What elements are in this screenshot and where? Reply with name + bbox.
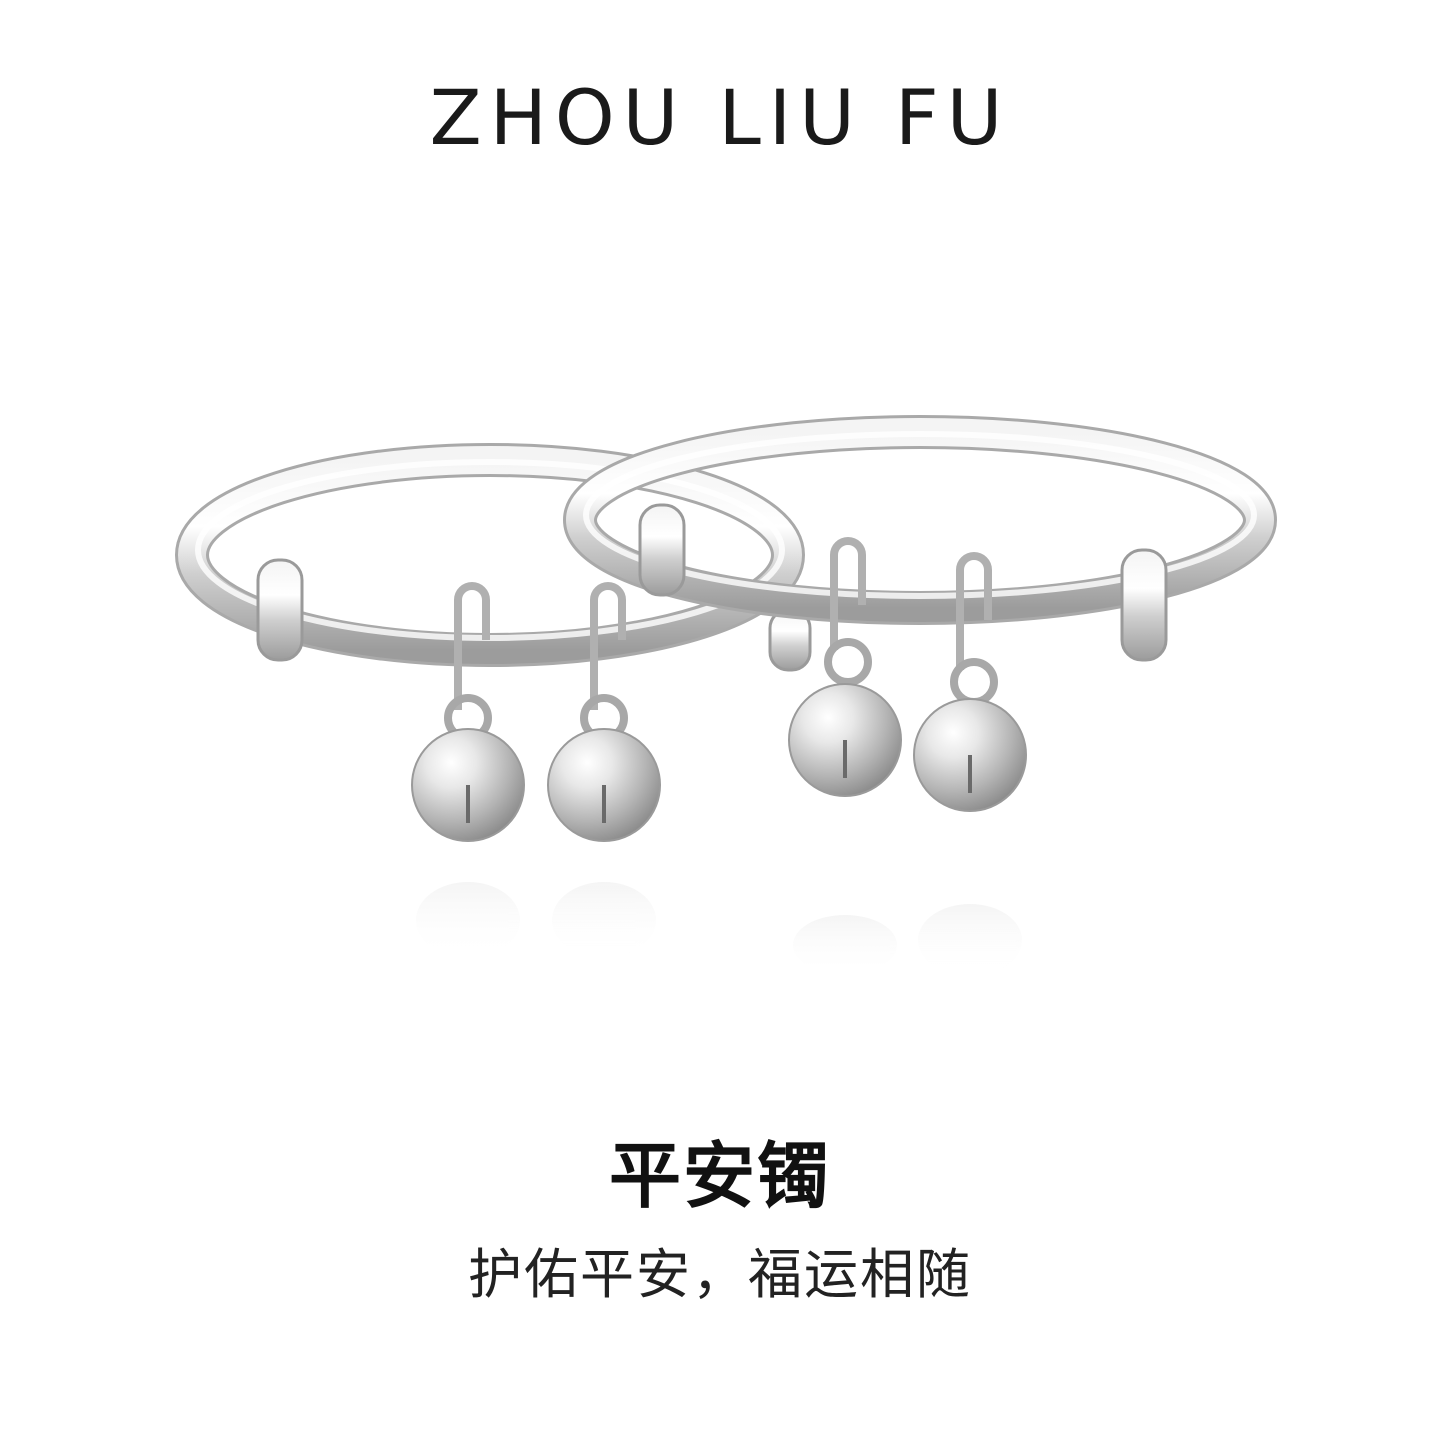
product-tagline: 护佑平安，福运相随 xyxy=(468,1243,972,1306)
bell-charms xyxy=(411,537,1027,842)
brand-logo: ZHOU LIU FU xyxy=(429,73,1011,162)
product-image xyxy=(150,400,1290,1020)
right-bangle xyxy=(563,415,1277,662)
silver-bangles-illustration xyxy=(175,415,1277,976)
product-title: 平安镯 xyxy=(608,1134,831,1218)
left-bangle xyxy=(175,443,812,672)
reflection xyxy=(416,882,1022,976)
